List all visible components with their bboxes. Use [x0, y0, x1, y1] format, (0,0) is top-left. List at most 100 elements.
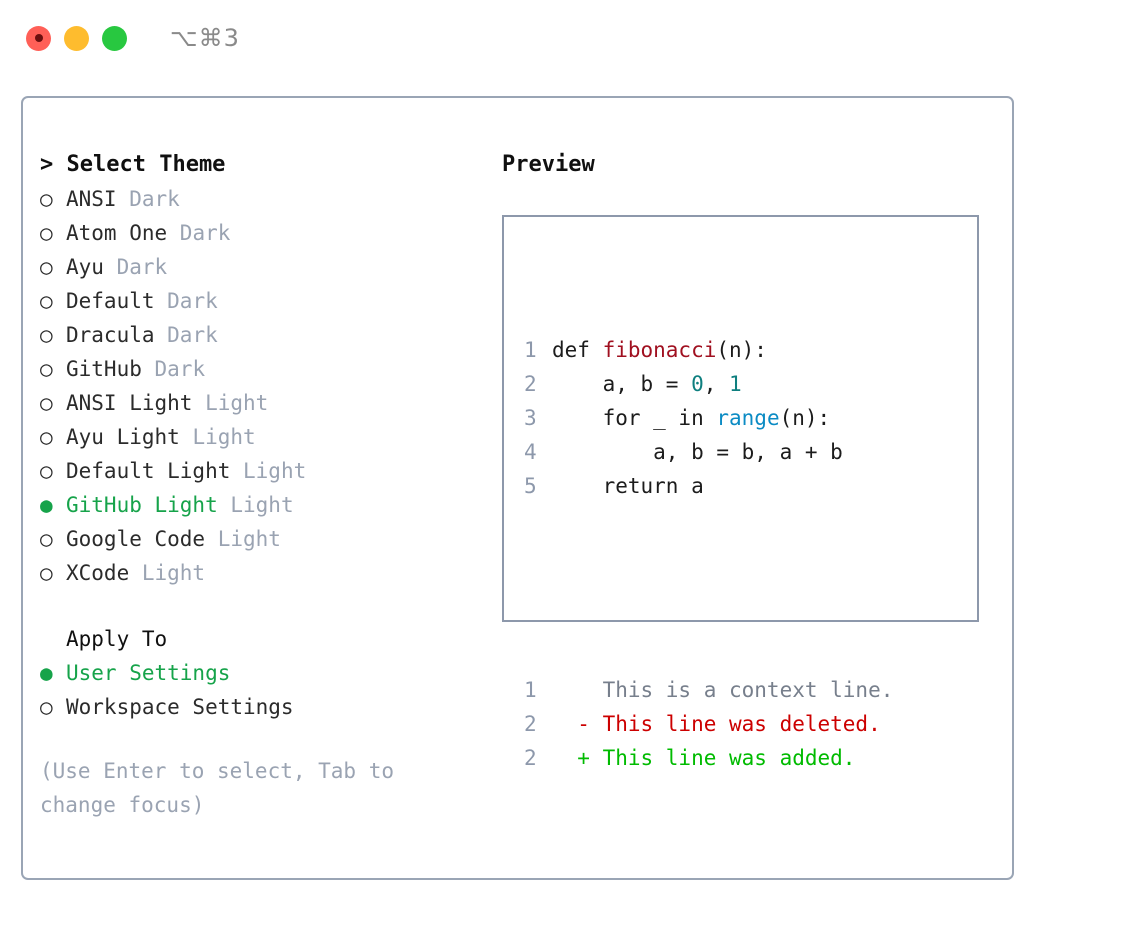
line-number: 1 [524, 678, 537, 702]
theme-option-label: ANSI Light [66, 391, 206, 415]
apply-to-option-0[interactable]: ● User Settings [40, 656, 490, 690]
theme-option-5[interactable]: ○GitHub Dark [40, 352, 490, 386]
theme-option-label: Atom One [66, 221, 180, 245]
theme-option-label: GitHub [66, 357, 155, 381]
radio-unselected-icon: ○ [40, 459, 53, 483]
theme-variant-label: Dark [129, 187, 180, 211]
code-token-plain: a, b = [552, 372, 692, 396]
radio-unselected-icon: ○ [40, 221, 53, 245]
theme-variant-label: Dark [116, 255, 168, 279]
code-line-4: 4 a, b = b, a + b [524, 435, 893, 469]
code-token-num: 0 [691, 372, 704, 396]
line-number: 3 [524, 406, 537, 430]
title-bar: ⌥⌘3 [0, 0, 1140, 76]
theme-variant-label: Light [217, 527, 281, 551]
code-line-3: 3 for _ in range(n): [524, 401, 893, 435]
theme-option-6[interactable]: ○ ANSI Light Light [40, 386, 490, 420]
line-number: 2 [524, 746, 537, 770]
theme-picker-pane: > Select Theme ○ANSI Dark○Atom One Dark○… [40, 148, 490, 822]
close-dot-icon [34, 34, 43, 42]
theme-option-4[interactable]: ○ Dracula Dark [40, 318, 490, 352]
theme-option-label: GitHub Light [66, 493, 231, 517]
radio-unselected-icon: ○ [40, 561, 53, 585]
apply-to-option-label: User Settings [66, 661, 231, 685]
code-token-plain: (n): [716, 338, 767, 362]
theme-option-label: Ayu [66, 255, 117, 279]
apply-to-option-1[interactable]: ○ Workspace Settings [40, 690, 490, 724]
apply-to-header: Apply To [66, 627, 168, 651]
code-token-plain: def [552, 338, 603, 362]
select-theme-header: > Select Theme [40, 152, 226, 177]
line-number: 2 [524, 372, 537, 396]
theme-list[interactable]: ○ ANSI Dark ○ Atom One Dark ○ Ayu Dark ○ Defaul… [40, 182, 490, 590]
code-token-plain: for _ in [552, 406, 717, 430]
diff-line-add: 2 + This line was added. [524, 741, 893, 775]
apply-to-option-label: Workspace Settings [66, 695, 294, 719]
close-button-icon[interactable] [26, 25, 51, 51]
code-line-2: 2 a, b = 0, 1 [524, 367, 893, 401]
theme-variant-label: Light [192, 425, 256, 449]
radio-unselected-icon: ○ [40, 391, 53, 415]
traffic-lights [26, 25, 127, 51]
diff-line-ctx: 1 This is a context line. [524, 673, 893, 707]
theme-option-label: ANSI [66, 187, 130, 211]
theme-option-2[interactable]: ○ Ayu Dark [40, 250, 490, 284]
code-line-1: 1 def fibonacci(n): [524, 333, 893, 367]
theme-option-label: Google Code [66, 527, 218, 551]
theme-variant-label: Dark [179, 221, 231, 245]
radio-unselected-icon: ○ [40, 527, 53, 551]
content-card: > Select Theme ○ANSI Dark○Atom One Dark○… [21, 96, 1014, 880]
theme-option-8[interactable]: ○ Default Light Light [40, 454, 490, 488]
code-token-call: range [716, 406, 780, 430]
radio-unselected-icon: ○ [40, 255, 53, 279]
theme-option-label: Dracula [66, 323, 168, 347]
theme-option-label: Ayu Light [66, 425, 193, 449]
theme-option-10[interactable]: ○ Google Code Light [40, 522, 490, 556]
apply-to-list[interactable]: ● User Settings ○ Workspace Settings [40, 656, 490, 724]
diff-line-text: - This line was deleted. [552, 712, 881, 736]
theme-option-label: Default Light [66, 459, 244, 483]
maximize-button-icon[interactable] [102, 25, 127, 51]
line-number: 2 [524, 712, 537, 736]
radio-selected-icon: ● [40, 661, 53, 685]
code-token-plain: , [703, 372, 730, 396]
code-token-fn: fibonacci [602, 338, 717, 362]
code-spacer [524, 571, 893, 605]
preview-title: Preview [502, 152, 595, 177]
radio-unselected-icon: ○ [40, 695, 53, 719]
theme-variant-label: Light [141, 561, 206, 585]
code-token-num: 1 [729, 372, 742, 396]
code-line-5: 5 return a [524, 469, 893, 503]
radio-unselected-icon: ○ [40, 357, 53, 381]
radio-unselected-icon: ○ [40, 187, 53, 211]
diff-line-del: 2 - This line was deleted. [524, 707, 893, 741]
theme-option-7[interactable]: ○Ayu Light Light [40, 420, 490, 454]
diff-line-text: This is a context line. [552, 678, 894, 702]
theme-option-1[interactable]: ○ Atom One Dark [40, 216, 490, 250]
theme-option-3[interactable]: ○ Default Dark [40, 284, 490, 318]
line-number: 1 [524, 338, 537, 362]
theme-option-0[interactable]: ○ ANSI Dark [40, 182, 490, 216]
keyboard-hint-text: (Use Enter to select, Tab to change focu… [40, 759, 395, 817]
radio-unselected-icon: ○ [40, 323, 53, 347]
radio-unselected-icon: ○ [40, 289, 53, 313]
theme-variant-label: Light [205, 391, 269, 415]
theme-variant-label: Light [243, 459, 307, 483]
diff-line-text: + This line was added. [552, 746, 856, 770]
theme-option-11[interactable]: ○ XCode Light [40, 556, 490, 590]
keyboard-shortcut-label: ⌥⌘3 [170, 24, 240, 52]
code-token-plain: return a [552, 474, 704, 498]
code-token-plain: (n): [779, 406, 831, 430]
theme-variant-label: Light [230, 493, 294, 517]
theme-variant-label: Dark [167, 323, 218, 347]
minimize-button-icon[interactable] [64, 25, 89, 51]
theme-variant-label: Dark [167, 289, 218, 313]
theme-option-label: XCode [66, 561, 142, 585]
line-number: 4 [524, 440, 537, 464]
theme-option-9[interactable]: ●GitHub Light Light [40, 488, 490, 522]
theme-option-label: Default [66, 289, 168, 313]
